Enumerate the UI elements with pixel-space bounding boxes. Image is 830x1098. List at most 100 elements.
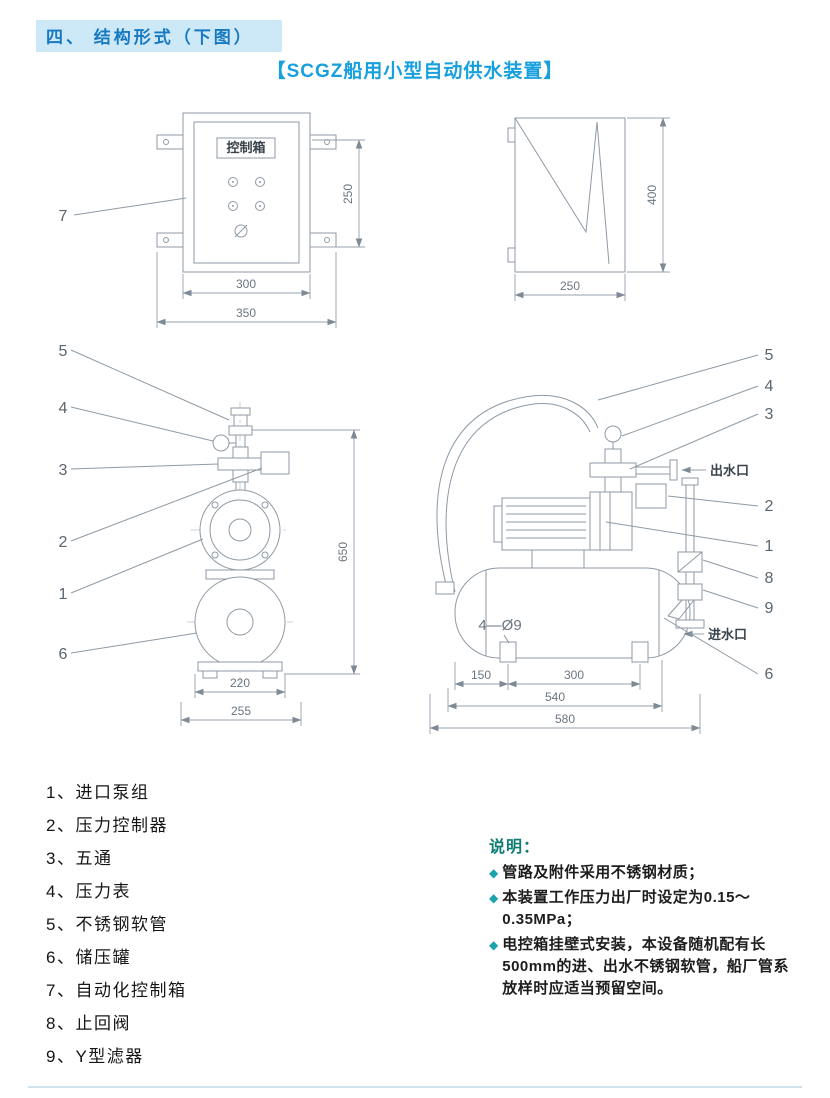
part-item-8: 8、止回阀 (46, 1014, 131, 1033)
dim-pump-width-outer: 255 (180, 702, 302, 726)
leader-line (605, 521, 759, 547)
callout-1-pump-side: 1 (765, 538, 774, 555)
control-box-panel (193, 121, 300, 264)
outlet-flange (669, 459, 678, 481)
indicator-light (228, 201, 238, 211)
dim-text-150: 150 (471, 668, 491, 682)
callout-7-control-box: 7 (59, 208, 68, 225)
outlet-label: 出水口 (710, 463, 749, 478)
mounting-tab (309, 232, 337, 248)
page-title: 【SCGZ船用小型自动供水装置】 (266, 61, 564, 82)
leader-line (663, 617, 759, 675)
leader-line (621, 385, 759, 437)
indicator-light (228, 177, 238, 187)
note-text-2: 本装置工作压力出厂时设定为0.15～0.35MPa； (502, 889, 751, 928)
inlet-flange (675, 619, 705, 629)
dim-control-box-width-outer: 350 (156, 252, 337, 328)
pressure-tank-side (454, 567, 691, 659)
indicator-light (255, 177, 265, 187)
five-way-fitting-side (589, 462, 637, 478)
five-way-fitting (217, 457, 264, 471)
control-box-label: 控制箱 (226, 140, 265, 155)
leader-line (70, 406, 214, 442)
indicator-light (255, 201, 265, 211)
callout-6-tank: 6 (59, 646, 68, 663)
control-box-side-body (514, 117, 626, 273)
callout-3-fiveway-side: 3 (765, 406, 774, 423)
note-item: ◆ 本装置工作压力出厂时设定为0.15～0.35MPa； (489, 887, 791, 931)
leader-line (70, 467, 263, 542)
pump-saddle (531, 549, 585, 569)
control-box-label-frame (216, 137, 276, 159)
part-item-1: 1、进口泵组 (46, 783, 150, 802)
callout-2-controller: 2 (59, 534, 68, 551)
part-item-9: 9、Y型滤器 (46, 1047, 144, 1066)
dim-text-300: 300 (236, 277, 256, 291)
pressure-gauge (212, 434, 230, 452)
dim-side-width: 250 (514, 274, 626, 301)
leader-line (629, 413, 759, 470)
dim-text-350: 350 (236, 306, 256, 320)
control-box-side-view: 400 250 (507, 117, 670, 301)
mounting-tab (309, 134, 337, 150)
dim-pump-height: 650 (252, 429, 360, 675)
pressure-gauge-side (604, 425, 622, 443)
pressure-controller (260, 451, 290, 475)
mounting-tab (156, 232, 184, 248)
note-item: ◆ 电控箱挂壁式安装，本设备随机配有长500mm的进、出水不锈钢软管，船厂管系放… (489, 934, 791, 1000)
base-plate (197, 661, 283, 672)
leader-line (702, 559, 759, 579)
section-heading: 四、 结构形式（下图） (36, 20, 282, 52)
leader-line (70, 349, 230, 421)
inlet-label: 进水口 (708, 627, 747, 642)
diamond-bullet-icon: ◆ (489, 938, 499, 952)
part-item-5: 5、不锈钢软管 (46, 915, 168, 934)
dim-text-250-side: 250 (560, 279, 580, 293)
note-item: ◆ 管路及附件采用不锈钢材质； (489, 862, 791, 884)
part-item-4: 4、压力表 (46, 882, 131, 901)
part-item-3: 3、五通 (46, 849, 113, 868)
leader-line (70, 632, 198, 654)
hinge (507, 247, 516, 263)
tank-foot (631, 641, 649, 663)
part-item-2: 2、压力控制器 (46, 816, 168, 835)
callout-3-fiveway: 3 (59, 462, 68, 479)
leader-line (597, 354, 759, 401)
leader-line (667, 495, 759, 507)
dim-tank-bottom: 150 300 540 580 (429, 660, 701, 734)
leader-line (73, 197, 187, 216)
note-text-3: 电控箱挂壁式安装，本设备随机配有长500mm的进、出水不锈钢软管，船厂管系放样时… (502, 936, 789, 997)
callout-2-controller-side: 2 (765, 498, 774, 515)
pump-head (589, 491, 633, 551)
callout-5-hose: 5 (59, 343, 68, 360)
callout-1-pump: 1 (59, 586, 68, 603)
dim-side-height: 400 (627, 117, 670, 273)
leader-line (702, 589, 759, 609)
dim-text-580: 580 (555, 712, 575, 726)
motor-body (501, 497, 591, 551)
pressure-tank-front (194, 576, 286, 668)
mounting-tab (156, 134, 184, 150)
callout-5-hose-side: 5 (765, 347, 774, 364)
pump-unit-side-view: 出水口 进水口 4—Ø9 5 4 3 2 1 (429, 347, 774, 734)
control-box-front-view: 控制箱 7 250 300 (59, 112, 365, 328)
callout-4-gauge-side: 4 (765, 378, 774, 395)
dim-control-box-height: 250 (312, 139, 365, 248)
door-swing-lines (514, 117, 610, 265)
pressure-controller-side (635, 483, 667, 509)
dim-text-650: 650 (336, 542, 350, 562)
control-box-body (182, 112, 311, 273)
part-item-6: 6、储压罐 (46, 948, 131, 967)
callout-8-check-valve: 8 (765, 570, 774, 587)
dim-text-540: 540 (545, 690, 565, 704)
dim-control-box-width-inner: 300 (182, 274, 311, 299)
holes-label: 4—Ø9 (478, 617, 521, 634)
pump-body (199, 489, 281, 571)
stainless-hose (436, 394, 599, 589)
notes-heading: 说明： (489, 839, 541, 856)
pump-unit-front-view: 5 4 3 2 1 6 650 220 (59, 343, 360, 726)
notes-section: 说明： ◆ 管路及附件采用不锈钢材质； ◆ 本装置工作压力出厂时设定为0.15～… (489, 833, 791, 1003)
dim-text-220: 220 (230, 676, 250, 690)
y-filter (677, 583, 703, 601)
